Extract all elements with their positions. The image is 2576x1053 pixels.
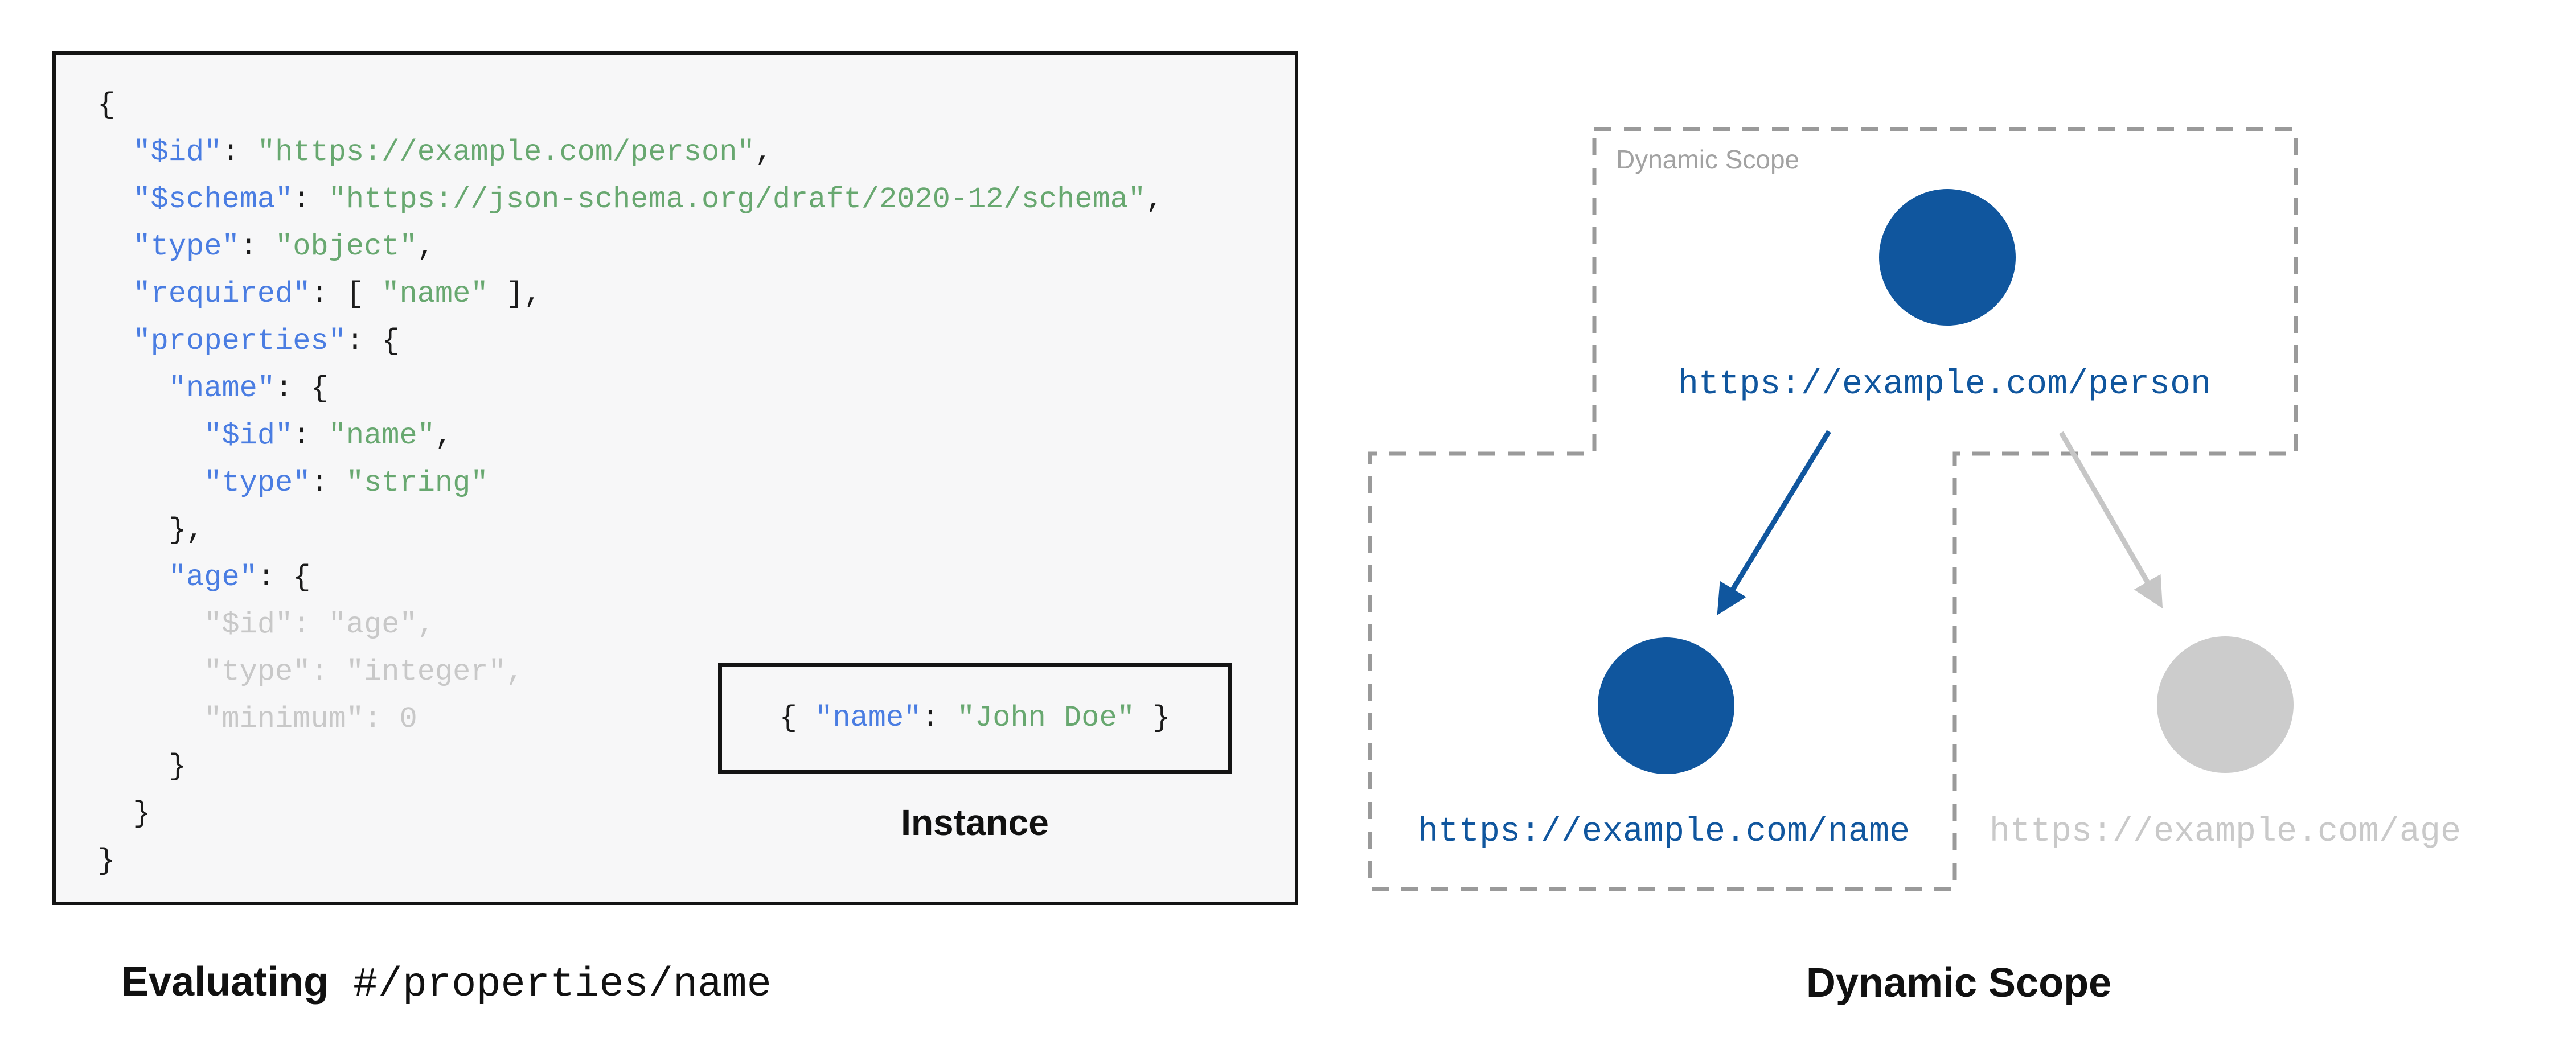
code-token: : { [275,372,329,405]
code-line: } [97,837,1295,885]
dynamic-scope-caption: Dynamic Scope [1806,960,2112,1006]
code-token: "$id" [133,135,222,169]
code-line: "properties": { [97,318,1295,365]
schema-code: { "$id": "https://example.com/person", "… [56,81,1295,885]
code-line: "$id": "https://example.com/person", [97,129,1295,176]
code-token: "name" [168,372,276,405]
code-token: "minimum": 0 [97,702,417,736]
code-token: , [417,230,435,264]
code-token: { [97,88,116,122]
node-person-url: https://example.com/person [1677,365,2212,404]
node-age-circle [2157,636,2294,773]
code-token: , [434,419,453,453]
code-token: "name" [815,701,922,735]
instance-label: Instance [901,802,1049,843]
code-token: { [779,701,815,735]
code-line: "age": { [97,554,1295,601]
code-line: "$schema": "https://json-schema.org/draf… [97,176,1295,223]
code-token: "properties" [133,324,346,358]
code-token: : [293,419,329,453]
code-token: } [97,797,151,830]
code-token: : [ [310,277,382,311]
code-token: ], [488,277,542,311]
code-token: "$id" [204,419,293,453]
code-line: "type": "string" [97,459,1295,507]
node-name-url: https://example.com/name [1417,813,1910,852]
code-token: "$id": "age", [97,608,435,641]
code-line: { [97,81,1295,129]
schema-caption: Evaluating #/properties/name [121,959,772,1007]
code-line: } [97,743,1295,790]
code-token: } [1134,701,1171,735]
node-name-circle [1598,637,1734,774]
code-token: : { [257,561,311,594]
code-token: : [310,466,346,500]
code-line: "required": [ "name" ], [97,270,1295,318]
schema-code-box: { "$id": "https://example.com/person", "… [52,51,1298,905]
code-token: "John Doe" [957,701,1135,735]
code-token: : [221,135,257,169]
code-token: : [293,183,329,216]
code-token: : [239,230,276,264]
code-token: "age" [168,561,257,594]
code-line: "$id": "name", [97,412,1295,459]
code-token: } [97,844,116,878]
code-token: "type" [133,230,240,264]
dynamic-scope-box-label: Dynamic Scope [1616,145,1800,174]
code-line: "type": "integer", [97,648,1295,696]
code-line: { "name": "John Doe" } [780,701,1171,735]
code-token: "https://example.com/person" [257,135,755,169]
arrow-person-to-age [2059,431,2163,609]
code-token: "name" [328,419,435,453]
code-token: , [1146,183,1164,216]
code-line: "name": { [97,365,1295,412]
code-token: , [754,135,773,169]
code-token: "string" [346,466,489,500]
code-token: "https://json-schema.org/draft/2020-12/s… [328,183,1146,216]
code-token: "required" [133,277,311,311]
instance-box: { "name": "John Doe" } [718,663,1232,774]
node-age-url: https://example.com/age [1989,813,2462,852]
code-line: "type": "object", [97,223,1295,270]
code-token: "type": "integer", [97,655,524,689]
schema-caption-evaluating: Evaluating [121,959,329,1005]
code-token: "$schema" [133,183,293,216]
arrow-person-to-name [1717,430,1831,615]
code-token: "name" [382,277,489,311]
code-line: } [97,790,1295,837]
code-token: } [97,750,187,783]
code-token: "type" [204,466,311,500]
code-token: : [921,701,957,735]
schema-caption-json-pointer: #/properties/name [329,961,772,1008]
code-line: "minimum": 0 [97,696,1295,743]
code-line: }, [97,507,1295,554]
code-token: : { [346,324,400,358]
code-token: }, [97,513,204,547]
dynamic-scope-outline [1368,127,2298,891]
code-line: "$id": "age", [97,601,1295,648]
instance-code: { "name": "John Doe" } [780,701,1171,735]
node-person-circle [1879,189,2016,326]
code-token: "object" [275,230,417,264]
